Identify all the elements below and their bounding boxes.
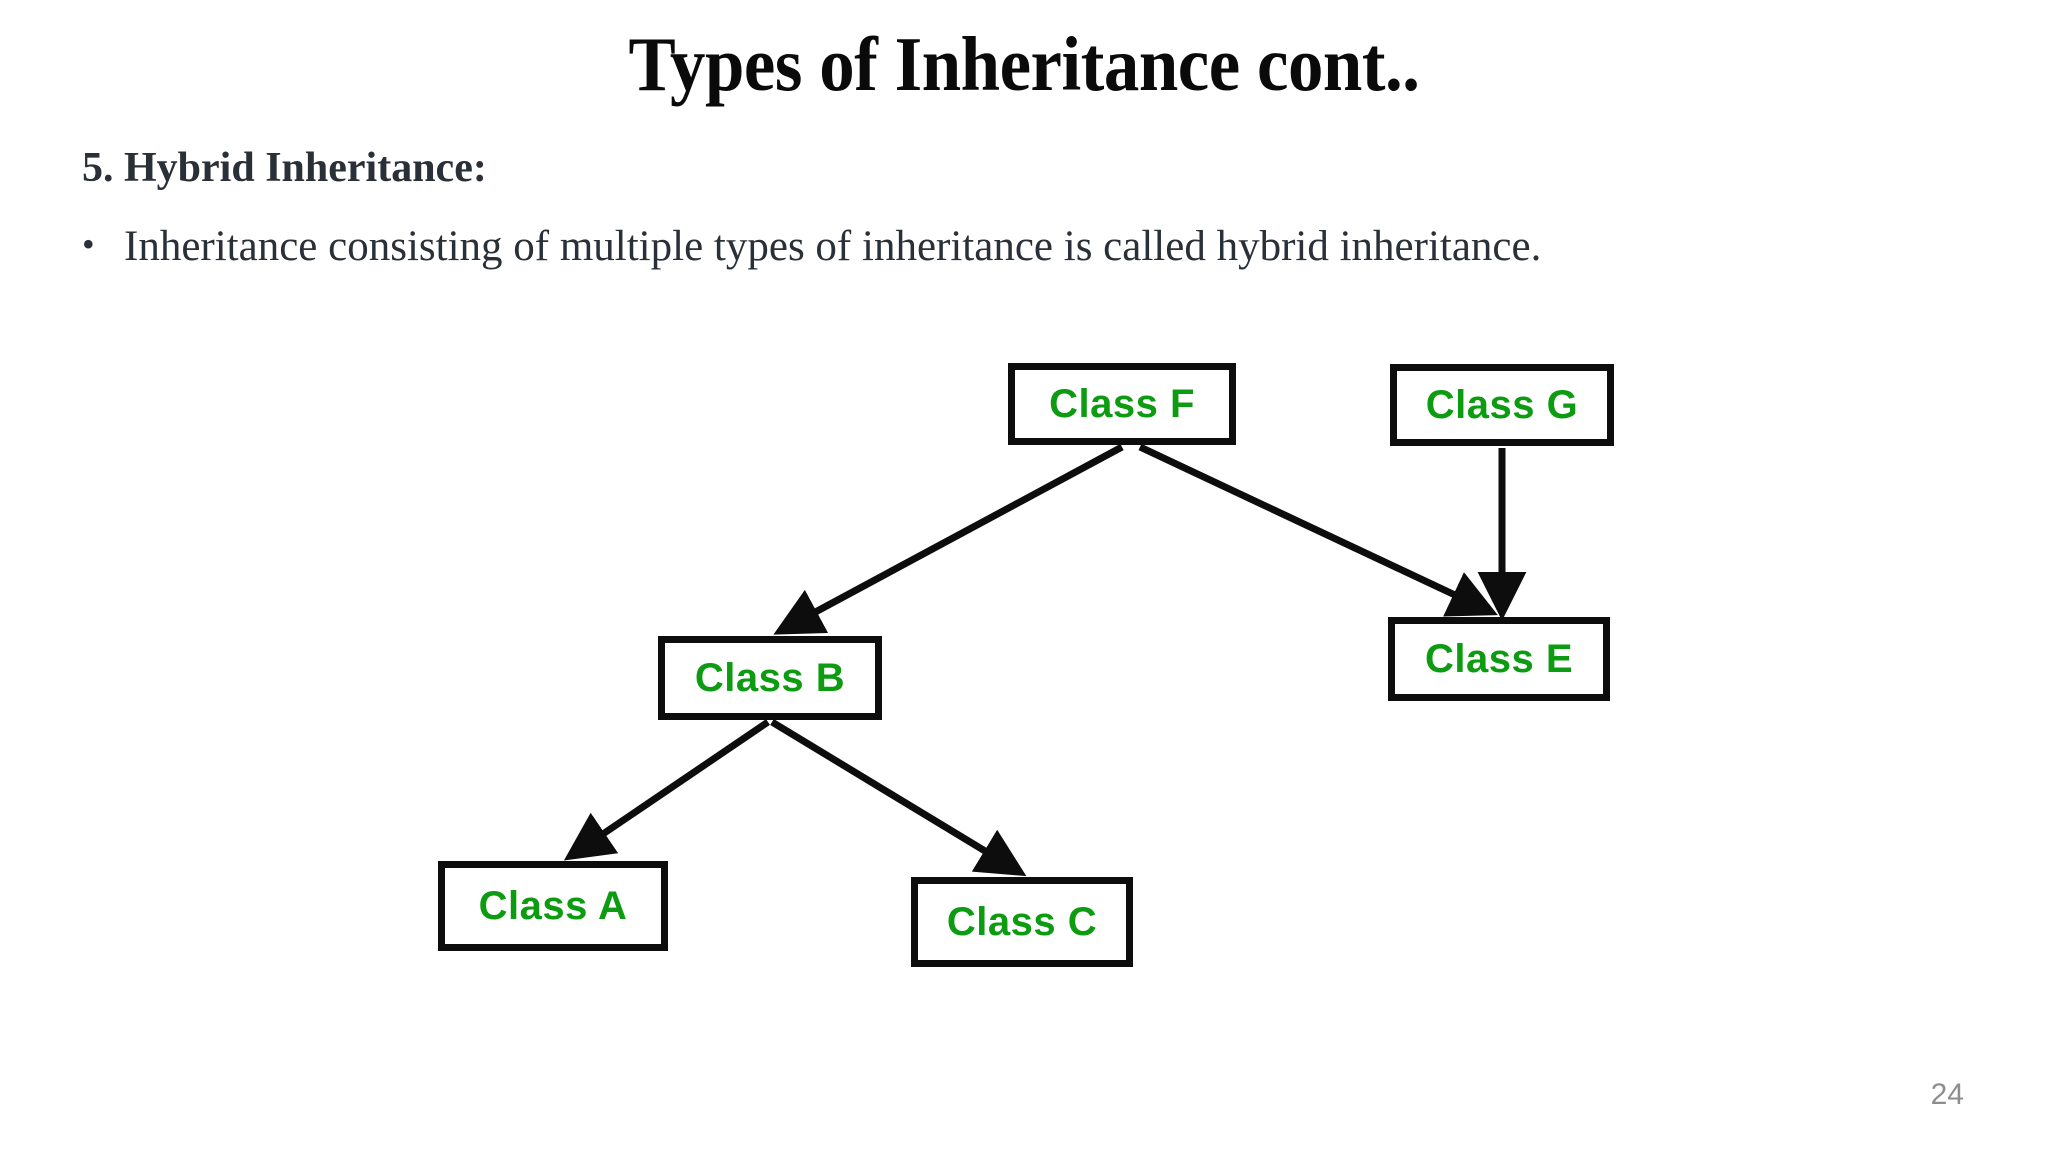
class-node-b[interactable]: Class B (658, 636, 882, 720)
section-heading-text: Hybrid Inheritance (113, 145, 473, 191)
class-node-e[interactable]: Class E (1388, 617, 1610, 701)
class-node-g-label: Class G (1425, 382, 1579, 427)
edge-f-to-e (1138, 443, 1498, 617)
class-node-g[interactable]: Class G (1390, 364, 1614, 446)
class-node-a[interactable]: Class A (438, 861, 668, 951)
class-node-c-label: Class C (946, 899, 1098, 944)
page-title: Types of Inheritance cont.. (628, 21, 1420, 107)
bullet-point-icon: • (82, 224, 95, 264)
edge-b-to-c (770, 719, 1027, 877)
page-number: 24 (1930, 1078, 1964, 1111)
edge-b-to-a (563, 719, 770, 861)
section-heading-number: 5. (82, 145, 114, 191)
class-node-f[interactable]: Class F (1008, 363, 1236, 445)
class-node-f-label: Class F (1049, 381, 1195, 426)
class-node-c[interactable]: Class C (911, 877, 1133, 967)
class-node-b-label: Class B (694, 655, 846, 700)
bullet-list-item: • Inheritance consisting of multiple typ… (82, 222, 1882, 271)
bullet-item-text: Inheritance consisting of multiple types… (124, 223, 1542, 270)
class-node-a-label: Class A (478, 883, 628, 928)
section-heading: 5. Hybrid Inheritance: (82, 145, 487, 191)
class-node-e-label: Class E (1424, 636, 1574, 681)
edge-f-to-b (773, 443, 1124, 635)
section-heading-colon: : (472, 145, 487, 191)
